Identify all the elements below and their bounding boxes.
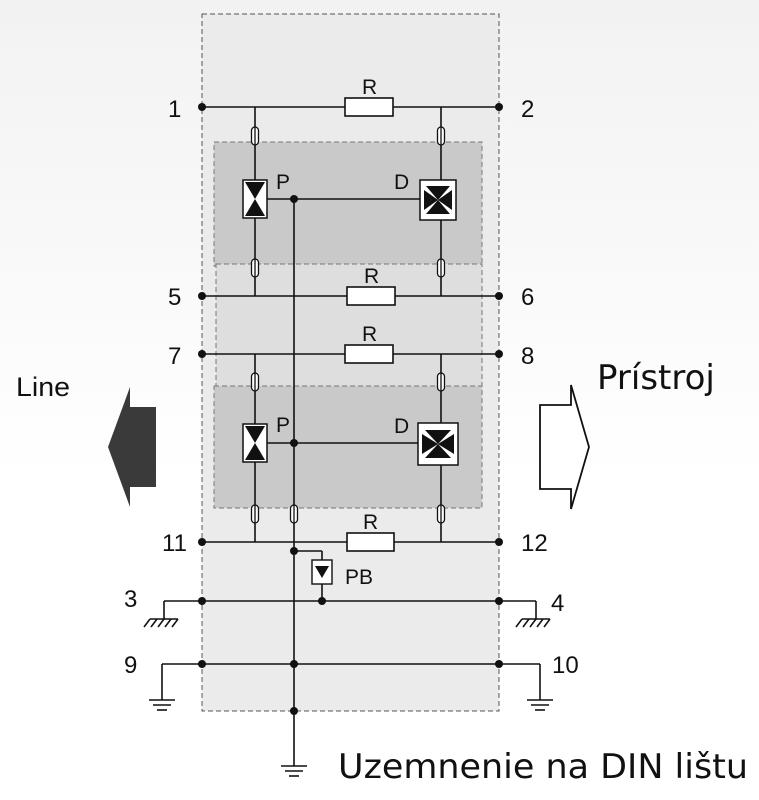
pb-element [294, 550, 333, 601]
device-label: Prístroj [597, 358, 715, 398]
resistor-label-4: R [363, 511, 378, 534]
terminal-3: 3 [124, 586, 137, 613]
ground-label: Uzemnenie na DIN lištu [338, 747, 748, 787]
diode-d-top [419, 179, 457, 221]
resistor-label-1: R [362, 76, 377, 99]
protector-p-top [242, 179, 294, 219]
terminal-7: 7 [168, 343, 181, 370]
pb-label: PB [345, 566, 373, 589]
terminal-1: 1 [168, 96, 181, 123]
protector-label-top: P [276, 171, 290, 194]
line-5-6 [202, 286, 499, 306]
resistor-5-6 [346, 286, 396, 306]
middle-block [215, 263, 483, 389]
resistor-1-2 [344, 97, 394, 117]
ground-symbol-3 [143, 600, 202, 628]
ground-symbol-din [280, 749, 308, 777]
diode-d-bottom [417, 422, 459, 466]
ground-symbol-9 [148, 663, 202, 711]
line-7-8 [202, 344, 499, 364]
diode-label-top: D [394, 171, 409, 194]
line-arrow [108, 387, 156, 507]
device-arrow [539, 384, 590, 510]
resistor-7-8 [344, 344, 394, 364]
line-1-2 [202, 97, 499, 117]
ground-symbol-10 [499, 663, 554, 711]
ground-symbol-4 [499, 600, 551, 628]
terminal-8: 8 [521, 343, 534, 370]
resistor-label-2: R [364, 265, 379, 288]
resistor-label-3: R [362, 323, 377, 346]
line-label: Line [16, 372, 70, 402]
terminal-12: 12 [521, 530, 548, 557]
terminal-9: 9 [124, 652, 137, 679]
terminal-2: 2 [521, 96, 534, 123]
terminal-11: 11 [162, 530, 187, 557]
protector-p-bottom [242, 423, 294, 463]
terminal-4: 4 [551, 590, 564, 617]
terminal-10: 10 [552, 652, 579, 679]
protector-label-bottom: P [276, 414, 290, 437]
terminal-6: 6 [521, 284, 534, 311]
junction-dots [198, 103, 503, 715]
line-11-12 [202, 532, 499, 552]
resistor-11-12 [346, 532, 395, 552]
terminal-5: 5 [168, 284, 181, 311]
diode-label-bottom: D [394, 415, 409, 438]
